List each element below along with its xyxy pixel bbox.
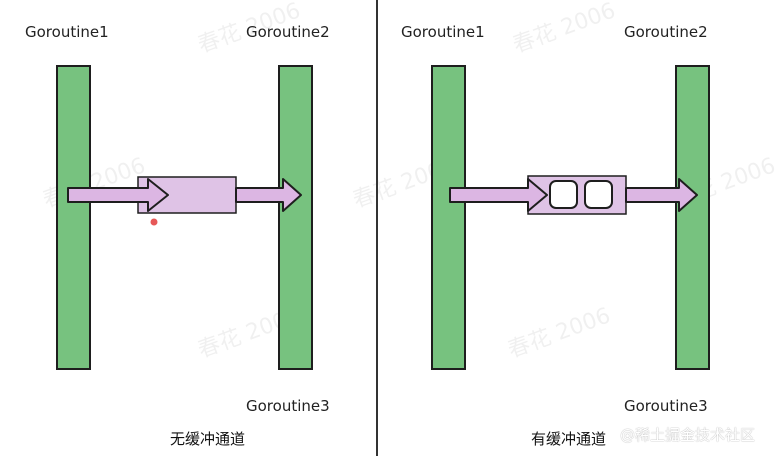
left-receive-arrow	[235, 178, 302, 212]
left-send-arrow	[67, 178, 169, 212]
right-send-arrow	[449, 178, 548, 212]
buffer-slot-1	[549, 180, 578, 209]
right-goroutine1-bar	[431, 65, 466, 370]
right-caption: 有缓冲通道	[531, 430, 607, 448]
right-goroutine2-bar	[675, 65, 710, 370]
right-goroutine3-label: Goroutine3	[624, 397, 708, 415]
left-caption: 无缓冲通道	[170, 430, 246, 448]
left-goroutine3-label: Goroutine3	[246, 397, 330, 415]
cursor-dot	[150, 218, 158, 226]
site-watermark: @稀土掘金技术社区	[620, 426, 756, 444]
left-goroutine1-label: Goroutine1	[25, 23, 109, 41]
left-goroutine2-label: Goroutine2	[246, 23, 330, 41]
left-goroutine2-bar	[278, 65, 313, 370]
right-goroutine1-label: Goroutine1	[401, 23, 485, 41]
right-receive-arrow	[625, 178, 698, 212]
right-goroutine2-label: Goroutine2	[624, 23, 708, 41]
buffer-slot-2	[584, 180, 613, 209]
left-goroutine1-bar	[56, 65, 91, 370]
